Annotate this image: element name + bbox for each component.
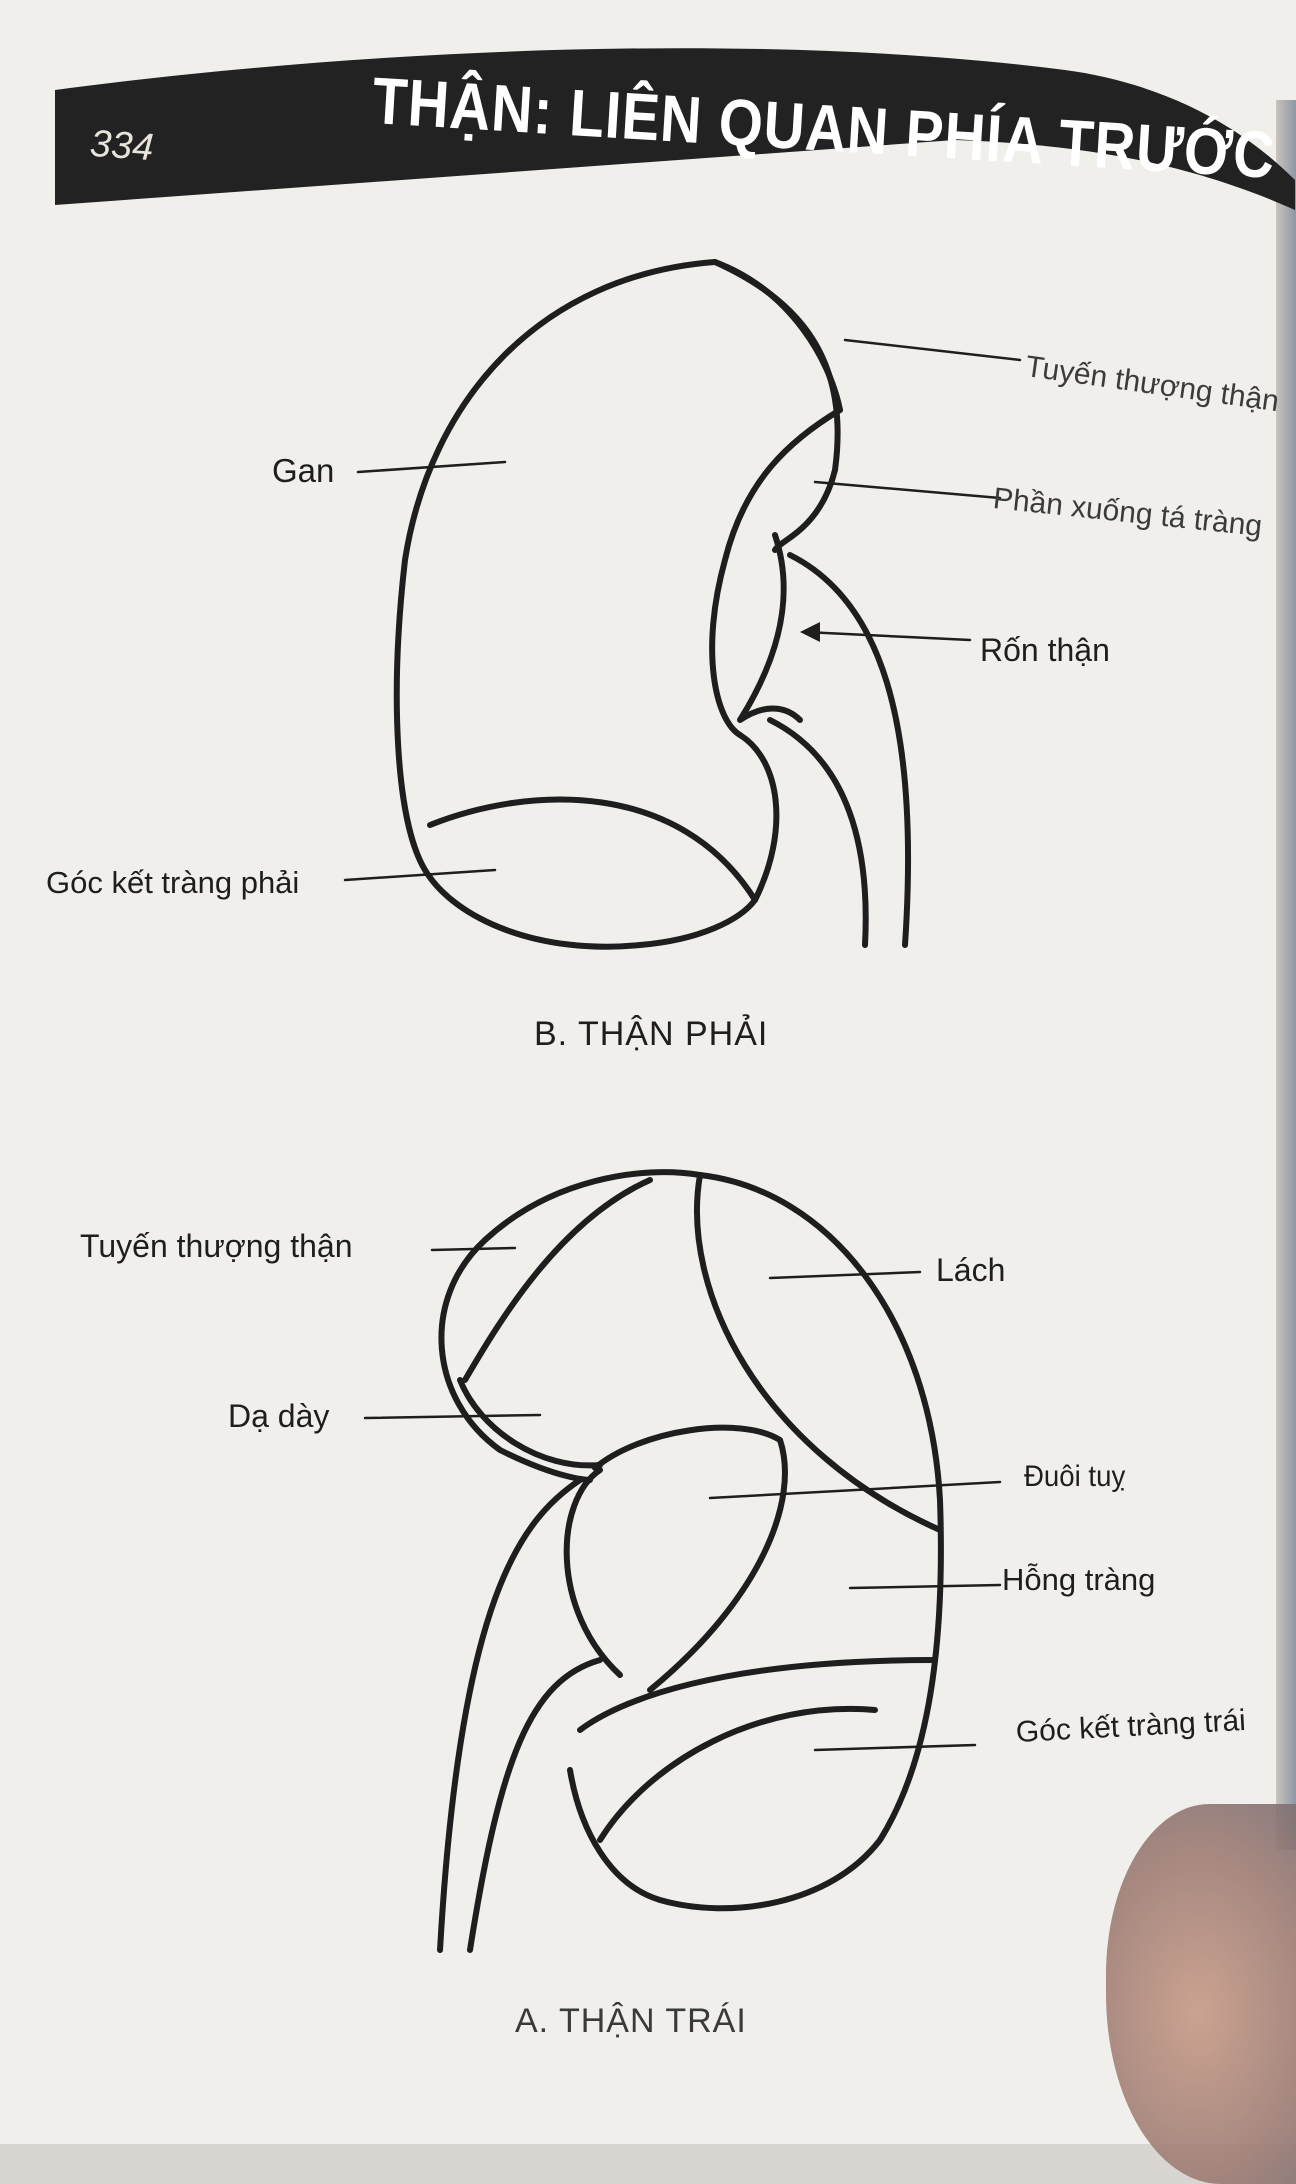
left-pancreas-upper: [592, 1424, 788, 1693]
ron-than-arrowhead: [800, 622, 820, 642]
left-pancreas-hilum: [563, 1467, 623, 1678]
left-colic-flexure: [597, 1705, 878, 1843]
right-colic-flexure-line: [427, 796, 758, 903]
label-gan: Gan: [272, 452, 335, 489]
label-tuyen-thuong-than-trai: Tuyến thượng thận: [80, 1228, 353, 1264]
label-da-day: Dạ dày: [228, 1398, 330, 1434]
right-duodenum-upper: [709, 407, 843, 738]
left-ureter-outer: [437, 1477, 583, 1953]
right-renal-pelvis: [737, 732, 780, 903]
right-kidney-drawing: [393, 259, 912, 950]
left-stomach-line: [457, 1377, 603, 1469]
left-ureter-inner: [467, 1657, 603, 1953]
right-ureter-outer: [787, 552, 912, 948]
left-kidney-outline: [438, 1172, 944, 1912]
header-band: [55, 30, 1295, 210]
left-spleen-boundary: [694, 1172, 943, 1533]
left-adrenal-inner: [462, 1177, 653, 1383]
left-kidney-drawing: [437, 1169, 944, 1953]
label-lach: Lách: [936, 1252, 1006, 1288]
left-jejunum-lower: [577, 1657, 938, 1733]
header-band-shape: [55, 48, 1295, 210]
right-ureter-inner: [767, 717, 869, 948]
label-duoi-tuy: Đuôi tuỵ: [1024, 1460, 1126, 1493]
label-hong-trang: Hỗng tràng: [1002, 1562, 1156, 1597]
caption-than-trai: A. THẬN TRÁI: [515, 2002, 747, 2040]
left-adrenal-top: [482, 1169, 703, 1243]
label-ron-than: Rốn thận: [980, 632, 1110, 668]
caption-than-phai: B. THẬN PHẢI: [534, 1015, 769, 1053]
page-edge: [1276, 100, 1296, 1850]
right-hilum-notch: [737, 532, 803, 723]
right-adrenal-boundary: [712, 259, 843, 413]
label-goc-ket-trang-phai: Góc kết tràng phải: [46, 865, 300, 900]
thumb-in-photo: [1106, 1804, 1296, 2184]
right-kidney-hilum-edge: [712, 259, 841, 553]
right-kidney-outline: [393, 259, 758, 950]
